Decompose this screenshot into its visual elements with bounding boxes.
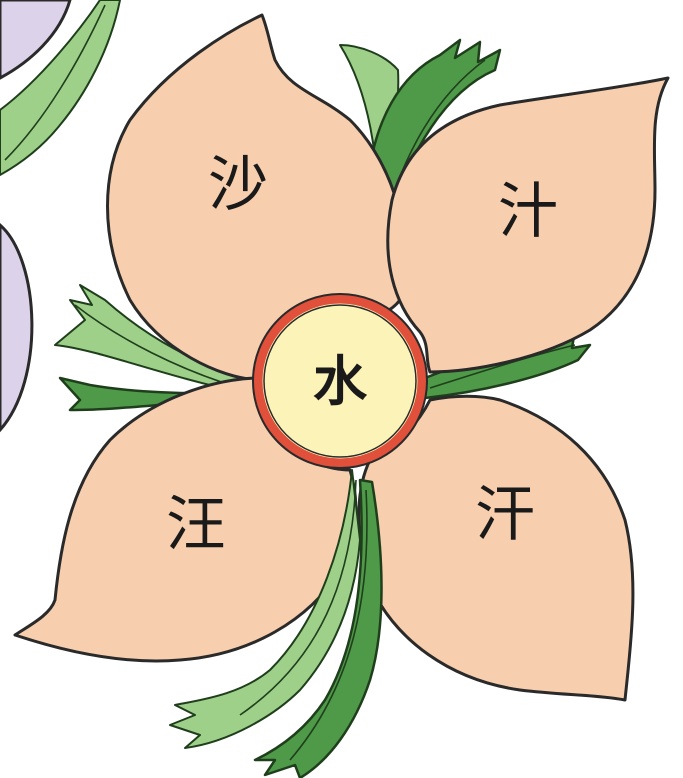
side-blob-top: [0, 0, 72, 80]
center-inner-outline: [263, 304, 417, 458]
petal-char-top-left: 沙: [208, 150, 268, 220]
edge-leaf: [0, 0, 121, 176]
petal-char-bottom-right: 汗: [475, 480, 535, 550]
petal-top-right: [386, 76, 670, 374]
side-blob-left: [0, 223, 34, 433]
center-char: 水: [313, 349, 368, 413]
petal-char-top-right: 汁: [498, 177, 558, 247]
center-ring: [253, 294, 427, 468]
petal-char-bottom-left: 汪: [166, 490, 226, 560]
center-ring-outline: [252, 293, 428, 469]
bottom-leaf: [169, 469, 383, 778]
